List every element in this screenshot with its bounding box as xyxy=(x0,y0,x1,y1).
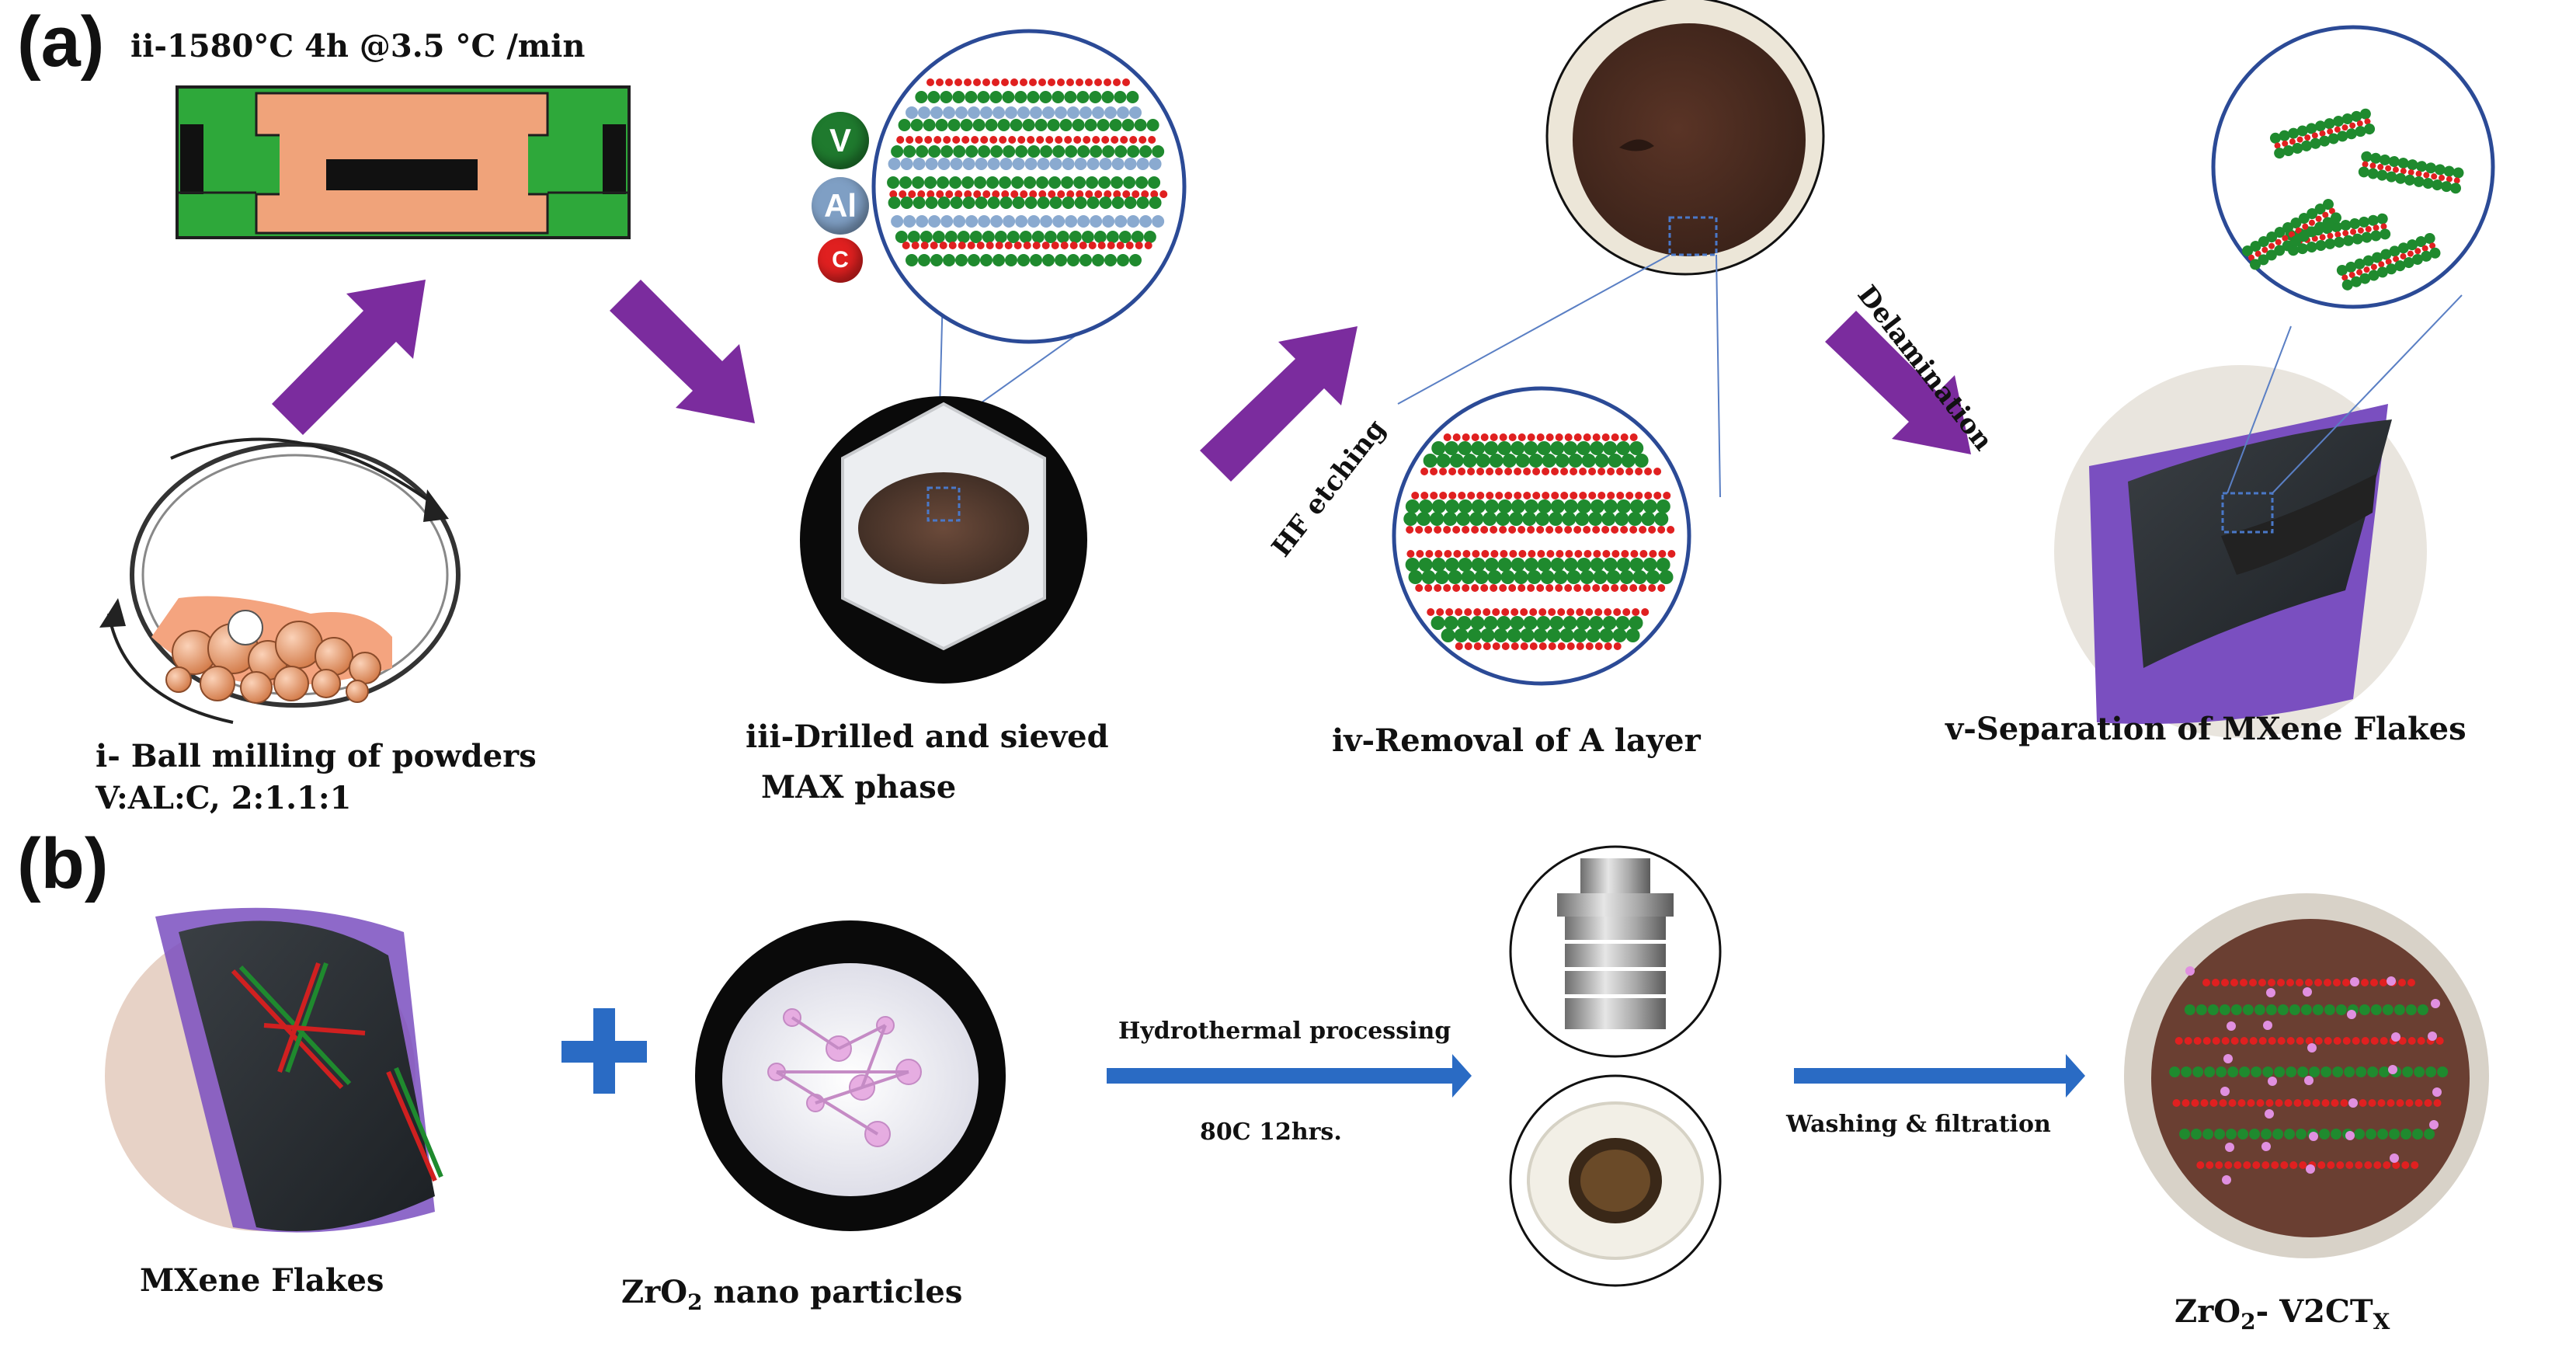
product-disc-photo xyxy=(2124,893,2489,1258)
hydrothermal-label: Hydrothermal processing xyxy=(1118,1018,1451,1045)
ball-mill xyxy=(99,437,461,724)
legend-al-atom: Al xyxy=(812,177,869,235)
separation-caption: v-Separation of MXene Flakes xyxy=(1945,711,2466,747)
arrow-to-max xyxy=(610,280,755,423)
flakes-zoom xyxy=(2211,25,2495,309)
blue-arrows xyxy=(1107,1054,2085,1098)
legend-c-atom: C xyxy=(818,238,863,283)
autoclave-photo xyxy=(1509,845,1722,1287)
removal-zoom xyxy=(1392,386,1691,686)
ball-milling-caption: i- Ball milling of powders xyxy=(96,738,537,774)
purple-arrows xyxy=(272,280,1971,482)
arrow-hf-etching xyxy=(1200,326,1358,482)
washing-label: Washing & filtration xyxy=(1786,1111,2051,1138)
furnace-illustration xyxy=(176,85,631,239)
plus-icon xyxy=(561,1008,647,1094)
etched-disc-photo xyxy=(1397,0,1825,498)
arrow-to-furnace xyxy=(272,280,426,435)
max-phase-zoom xyxy=(871,29,1187,344)
max-phase-caption: MAX phase xyxy=(761,769,957,805)
arrow-hydrothermal xyxy=(1107,1054,1472,1098)
legend-v-atom: V xyxy=(812,112,869,169)
max-phase-photo xyxy=(800,396,1087,684)
drilled-sieved-caption: iii-Drilled and sieved xyxy=(746,718,1109,755)
zro2-caption: ZrO2 nano particles xyxy=(621,1274,963,1315)
arrow-delamination xyxy=(1825,311,1971,454)
ratio-caption: V:AL:C, 2:1.1:1 xyxy=(96,780,352,816)
arrow-washing xyxy=(1794,1054,2085,1098)
removal-caption: iv-Removal of A layer xyxy=(1332,722,1701,759)
product-caption: ZrO2- V2CTX xyxy=(2174,1293,2390,1334)
panel-a-label: (a) xyxy=(17,2,105,82)
mxene-flakes-caption: MXene Flakes xyxy=(140,1262,384,1299)
hydrothermal-conditions: 80C 12hrs. xyxy=(1200,1119,1342,1146)
panel-b-label: (b) xyxy=(17,824,109,903)
zro2-photo xyxy=(695,920,1006,1231)
furnace-caption: ii-1580°C 4h @3.5 °C /min xyxy=(130,28,586,64)
mxene-flakes-photo xyxy=(105,907,443,1233)
film-photo xyxy=(2054,294,2463,738)
